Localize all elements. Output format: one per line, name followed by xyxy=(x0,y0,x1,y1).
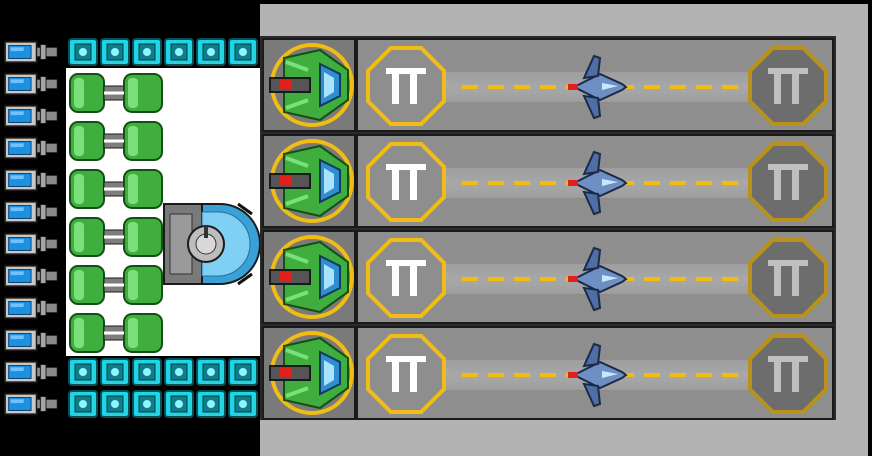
launch-pad-icon[interactable] xyxy=(366,142,446,222)
green-launcher-icon xyxy=(269,43,354,127)
battery-icon[interactable] xyxy=(4,390,60,418)
launch-bay[interactable] xyxy=(356,230,834,324)
cyan-tile-icon[interactable] xyxy=(68,358,98,386)
cyan-tile-icon[interactable] xyxy=(132,390,162,418)
cyan-tile-icon[interactable] xyxy=(164,358,194,386)
green-launcher-icon xyxy=(269,331,354,415)
battery-icon[interactable] xyxy=(4,262,60,290)
green-launcher-icon xyxy=(269,235,354,319)
cyan-tile-icon[interactable] xyxy=(164,390,194,418)
crew-pod-icon[interactable] xyxy=(160,198,260,290)
launcher-cell[interactable] xyxy=(262,326,356,420)
cyan-tile-icon[interactable] xyxy=(132,358,162,386)
launch-bay[interactable] xyxy=(356,326,834,420)
landing-pad-icon[interactable] xyxy=(748,334,828,414)
battery-icon[interactable] xyxy=(4,326,60,354)
fighter-blue-icon[interactable] xyxy=(564,246,628,312)
battery-icon[interactable] xyxy=(4,70,60,98)
cyan-tile-icon[interactable] xyxy=(68,38,98,66)
fighter-blue-icon[interactable] xyxy=(564,150,628,216)
launch-pad-icon[interactable] xyxy=(366,334,446,414)
battery-icon[interactable] xyxy=(4,230,60,258)
battery-icon[interactable] xyxy=(4,166,60,194)
green-tank-icon[interactable] xyxy=(68,70,166,116)
green-launcher-icon xyxy=(269,139,354,223)
cyan-tile-icon[interactable] xyxy=(100,38,130,66)
launcher-cell[interactable] xyxy=(262,38,356,132)
cyan-tile-icon[interactable] xyxy=(228,38,258,66)
launch-pad-icon[interactable] xyxy=(366,238,446,318)
cyan-tile-icon[interactable] xyxy=(100,358,130,386)
battery-icon[interactable] xyxy=(4,102,60,130)
green-tank-icon[interactable] xyxy=(68,118,166,164)
landing-pad-icon[interactable] xyxy=(748,238,828,318)
battery-icon[interactable] xyxy=(4,134,60,162)
cyan-tile-icon[interactable] xyxy=(228,390,258,418)
launch-bay[interactable] xyxy=(356,38,834,132)
cyan-tile-icon[interactable] xyxy=(196,390,226,418)
battery-icon[interactable] xyxy=(4,358,60,386)
green-tank-icon[interactable] xyxy=(68,166,166,212)
battery-icon[interactable] xyxy=(4,294,60,322)
cyan-tile-icon[interactable] xyxy=(196,38,226,66)
green-tank-icon[interactable] xyxy=(68,262,166,308)
launch-pad-icon[interactable] xyxy=(366,46,446,126)
launcher-cell[interactable] xyxy=(262,134,356,228)
battery-icon[interactable] xyxy=(4,198,60,226)
cyan-tile-icon[interactable] xyxy=(132,38,162,66)
launcher-cell[interactable] xyxy=(262,230,356,324)
cyan-tile-icon[interactable] xyxy=(68,390,98,418)
landing-pad-icon[interactable] xyxy=(748,142,828,222)
fighter-blue-icon[interactable] xyxy=(564,54,628,120)
cyan-tile-icon[interactable] xyxy=(228,358,258,386)
landing-pad-icon[interactable] xyxy=(748,46,828,126)
fighter-blue-icon[interactable] xyxy=(564,342,628,408)
cyan-tile-icon[interactable] xyxy=(196,358,226,386)
green-tank-icon[interactable] xyxy=(68,310,166,356)
green-tank-icon[interactable] xyxy=(68,214,166,260)
cyan-tile-icon[interactable] xyxy=(100,390,130,418)
cyan-tile-icon[interactable] xyxy=(164,38,194,66)
battery-icon[interactable] xyxy=(4,38,60,66)
launch-bay[interactable] xyxy=(356,134,834,228)
